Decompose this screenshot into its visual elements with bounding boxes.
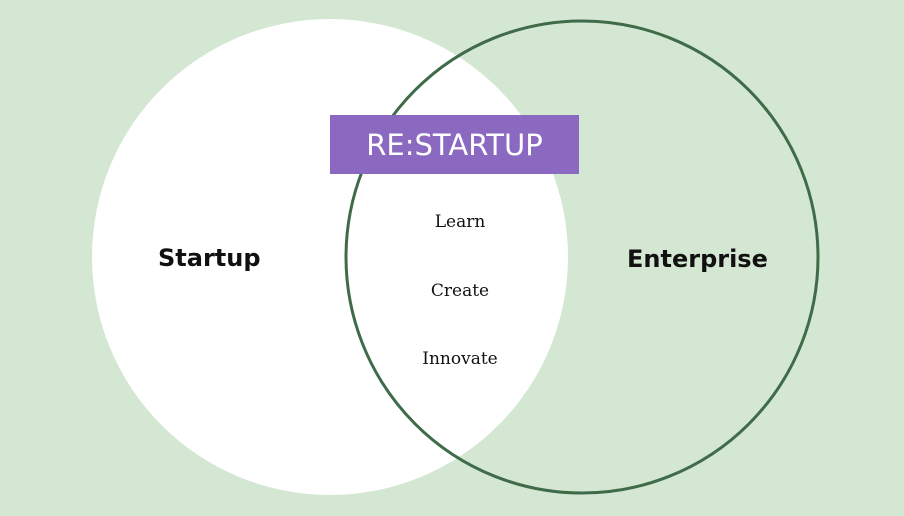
- enterprise-label: Enterprise: [627, 245, 768, 273]
- enterprise-circle: [344, 19, 820, 495]
- overlap-item-create: Create: [430, 281, 490, 301]
- startup-label: Startup: [158, 244, 261, 272]
- overlap-item-innovate: Innovate: [422, 349, 498, 369]
- badge-text: RE:STARTUP: [366, 127, 543, 162]
- overlap-item-learn: Learn: [434, 212, 486, 232]
- restartup-badge: RE:STARTUP: [330, 115, 579, 174]
